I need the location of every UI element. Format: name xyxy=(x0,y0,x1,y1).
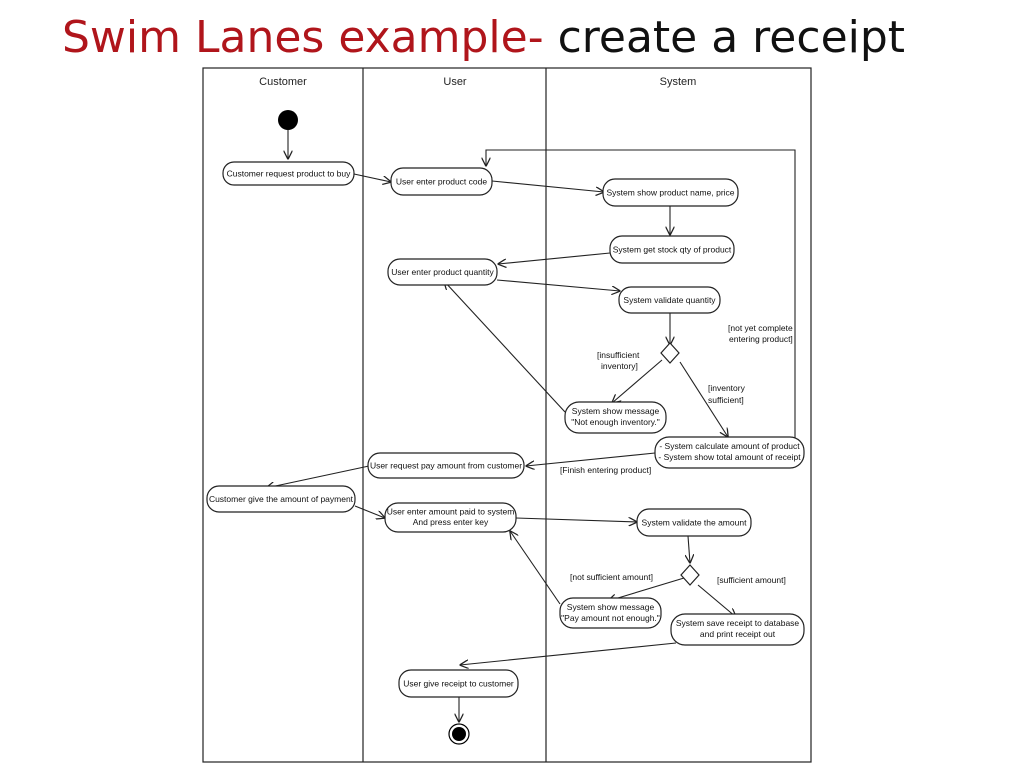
flow-edges xyxy=(266,130,796,722)
svg-text:- System show total amount of: - System show total amount of receipt xyxy=(658,452,801,462)
svg-text:User request pay amount from c: User request pay amount from customer xyxy=(370,461,522,471)
guard-insufficient-inventory-line2: inventory] xyxy=(601,361,638,371)
svg-text:Customer request product to bu: Customer request product to buy xyxy=(227,169,352,179)
svg-text:- System calculate amount of p: - System calculate amount of product xyxy=(659,441,800,451)
svg-text:System validate the amount: System validate the amount xyxy=(642,518,748,528)
slide-title: Swim Lanes example- create a receipt xyxy=(62,10,905,66)
svg-text:Customer give the amount of pa: Customer give the amount of payment xyxy=(209,494,354,504)
lane-header-user: User xyxy=(443,76,467,88)
node-system-show-product-name-price: System show product name, price xyxy=(602,178,739,207)
svg-text:"Pay amount not enough.": "Pay amount not enough." xyxy=(561,613,660,623)
svg-text:and print receipt out: and print receipt out xyxy=(700,629,776,639)
swimlane-frame xyxy=(202,67,812,763)
node-system-validate-quantity: System validate quantity xyxy=(618,286,721,314)
node-customer-give-payment: Customer give the amount of payment xyxy=(206,485,356,513)
node-system-validate-amount: System validate the amount xyxy=(636,508,752,537)
svg-text:System validate quantity: System validate quantity xyxy=(623,295,716,305)
guard-insufficient-inventory: [insufficient xyxy=(597,350,640,360)
node-customer-request-product: Customer request product to buy xyxy=(222,161,355,186)
node-user-enter-product-quantity: User enter product quantity xyxy=(387,258,498,286)
title-plain-part: create a receipt xyxy=(543,12,906,63)
node-user-request-pay-amount: User request pay amount from customer xyxy=(367,452,525,479)
guard-inventory-sufficient-line2: sufficient] xyxy=(708,395,744,405)
node-user-enter-product-code: User enter product code xyxy=(390,167,493,196)
svg-text:System get stock qty of produc: System get stock qty of product xyxy=(613,245,732,255)
node-system-save-and-print-receipt: System save receipt to database and prin… xyxy=(670,613,805,646)
start-node xyxy=(278,110,298,130)
guard-sufficient-amount: [sufficient amount] xyxy=(717,575,786,585)
end-node xyxy=(448,723,470,745)
svg-text:System show message: System show message xyxy=(567,602,655,612)
node-system-show-not-enough-inventory: System show message "Not enough inventor… xyxy=(564,401,667,434)
node-user-give-receipt: User give receipt to customer xyxy=(398,669,519,698)
node-system-calculate-and-show-total: - System calculate amount of product - S… xyxy=(654,436,805,469)
svg-text:User enter product code: User enter product code xyxy=(396,177,487,187)
lane-header-customer: Customer xyxy=(259,76,307,88)
guard-not-yet-complete: [not yet complete xyxy=(728,323,793,333)
guard-finish-entering-product: [Finish entering product] xyxy=(560,465,651,475)
svg-text:User enter product quantity: User enter product quantity xyxy=(391,267,494,277)
svg-text:User enter amount paid to syst: User enter amount paid to system xyxy=(387,507,515,517)
decision-diamond-amount xyxy=(680,564,700,586)
title-colored-part: Swim Lanes example- xyxy=(62,12,544,63)
decision-diamond-quantity xyxy=(660,342,680,364)
svg-text:And press enter key: And press enter key xyxy=(413,517,489,527)
guard-inventory-sufficient: [inventory xyxy=(708,383,746,393)
svg-text:"Not enough inventory.": "Not enough inventory." xyxy=(571,417,660,427)
node-system-get-stock-qty: System get stock qty of product xyxy=(609,235,735,264)
node-user-enter-amount-paid: User enter amount paid to system And pre… xyxy=(384,502,517,533)
svg-text:System show message: System show message xyxy=(572,406,660,416)
svg-text:System save receipt to databas: System save receipt to database xyxy=(676,618,800,628)
node-system-show-pay-amount-not-enough: System show message "Pay amount not enou… xyxy=(559,597,662,629)
lane-header-system: System xyxy=(660,76,697,88)
svg-text:System show product name, pric: System show product name, price xyxy=(606,188,734,198)
guard-not-sufficient-amount: [not sufficient amount] xyxy=(570,572,653,582)
guard-not-yet-complete-line2: entering product] xyxy=(729,334,793,344)
svg-text:User give receipt to customer: User give receipt to customer xyxy=(403,679,514,689)
